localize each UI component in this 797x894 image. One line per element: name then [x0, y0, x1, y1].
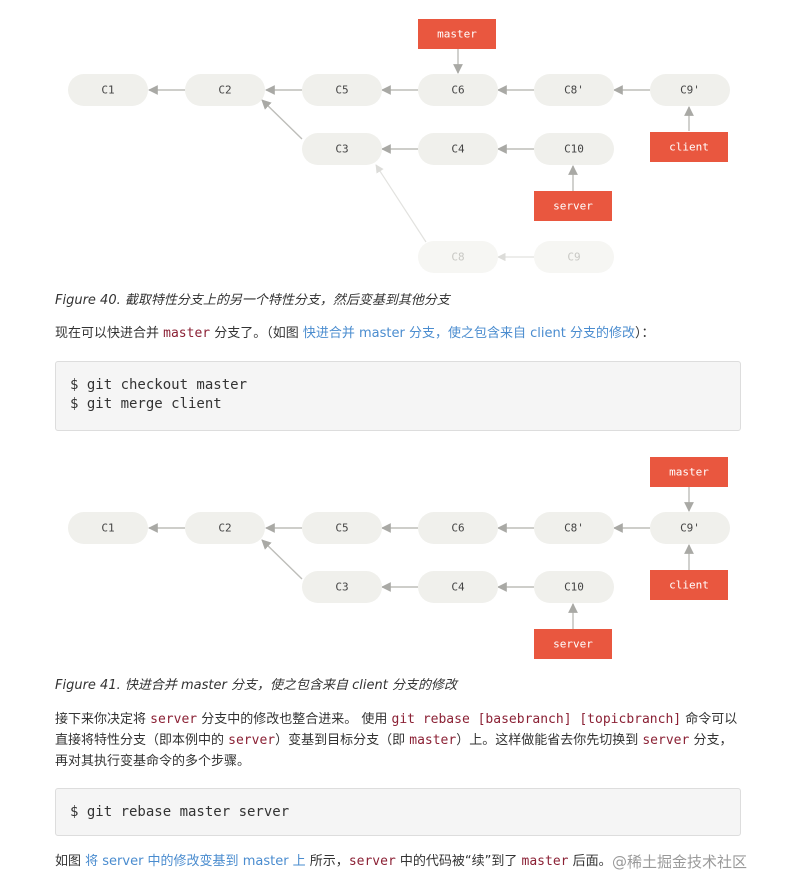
svg-text:C9': C9'	[680, 522, 700, 535]
text: 现在可以快进合并	[55, 326, 164, 341]
svg-text:client: client	[669, 141, 709, 154]
commit-node-c5: C5	[302, 74, 382, 106]
ref-server: server	[534, 629, 612, 659]
commit-node-c6: C6	[418, 74, 498, 106]
figure-link[interactable]: 将 server 中的修改变基到 master 上	[85, 854, 306, 869]
svg-text:C3: C3	[335, 581, 348, 594]
commit-node-c4: C4	[418, 571, 498, 603]
commit-node-c6: C6	[418, 512, 498, 544]
commit-node-c3: C3	[302, 133, 382, 165]
inline-code: server	[150, 712, 198, 727]
inline-code: master	[163, 326, 211, 341]
commit-node-c5: C5	[302, 512, 382, 544]
code-block-merge: $ git checkout master $ git merge client	[55, 361, 741, 431]
figure-link[interactable]: 快进合并 master 分支，使之包含来自 client 分支的修改	[302, 326, 635, 341]
commit-node-c9-ghost: C9	[534, 241, 614, 273]
svg-text:C9': C9'	[680, 84, 700, 97]
text: 分支了。（如图	[210, 326, 303, 341]
text: 中的代码被“续”到了	[395, 854, 522, 869]
text: ）上。这样做能省去你先切换到	[456, 733, 643, 748]
svg-text:client: client	[669, 579, 709, 592]
svg-text:C2: C2	[218, 84, 231, 97]
ref-master: master	[650, 457, 728, 487]
svg-text:C8: C8	[451, 251, 464, 264]
svg-text:C6: C6	[451, 84, 464, 97]
svg-text:master: master	[437, 28, 477, 41]
text: 所示，	[305, 854, 349, 869]
svg-text:server: server	[553, 638, 593, 651]
code-block-rebase: $ git rebase master server	[55, 788, 741, 836]
svg-text:server: server	[553, 200, 593, 213]
svg-text:C1: C1	[101, 84, 114, 97]
svg-text:C5: C5	[335, 522, 348, 535]
code-line: $ git merge client	[70, 396, 222, 412]
svg-text:C8': C8'	[564, 84, 584, 97]
ref-client: client	[650, 570, 728, 600]
inline-code: master	[521, 854, 569, 869]
svg-text:C2: C2	[218, 522, 231, 535]
text: 如图	[55, 854, 86, 869]
inline-code: server	[228, 733, 276, 748]
text: 分支，再对其执行变基命令的多个步骤。	[55, 733, 733, 769]
edge-c8-c3	[375, 164, 427, 243]
svg-text:C10: C10	[564, 143, 584, 156]
inline-code: master	[409, 733, 457, 748]
svg-text:C3: C3	[335, 143, 348, 156]
commit-node-c2: C2	[185, 74, 265, 106]
commit-node-c10: C10	[534, 571, 614, 603]
watermark: @稀土掘金技术社区	[612, 853, 748, 871]
text: ）：	[634, 326, 655, 341]
commit-node-c8-prime: C8'	[534, 74, 614, 106]
inline-code: git rebase [basebranch] [topicbranch]	[391, 712, 682, 727]
paragraph-rebase-server: 接下来你决定将 server 分支中的修改也整合进来。 使用 git rebas…	[55, 709, 745, 772]
inline-code: server	[348, 854, 396, 869]
svg-text:C5: C5	[335, 84, 348, 97]
paragraph-rebase-result: 如图 将 server 中的修改变基到 master 上 所示，server 中…	[55, 851, 745, 872]
figure-41-caption: Figure 41. 快进合并 master 分支，使之包含来自 client …	[55, 678, 457, 693]
text: 后面。	[568, 854, 612, 869]
text: 命令可以直接将特性分支（即本例中的	[55, 712, 738, 748]
commit-node-c4: C4	[418, 133, 498, 165]
commit-node-c1: C1	[68, 512, 148, 544]
svg-text:C4: C4	[451, 581, 465, 594]
figure-40-diagram: C1 C2 C5 C6 C8' C9' C3 C4	[0, 0, 797, 280]
commit-node-c3: C3	[302, 571, 382, 603]
ref-master: master	[418, 19, 496, 49]
text: ）变基到目标分支（即	[275, 733, 410, 748]
svg-text:C1: C1	[101, 522, 114, 535]
edge-c3-c2	[261, 99, 303, 140]
ref-client: client	[650, 132, 728, 162]
svg-text:C8': C8'	[564, 522, 584, 535]
commit-node-c1: C1	[68, 74, 148, 106]
edge-c3-c2	[261, 539, 303, 580]
svg-text:C10: C10	[564, 581, 584, 594]
commit-node-c2: C2	[185, 512, 265, 544]
inline-code: server	[642, 733, 690, 748]
svg-text:master: master	[669, 466, 709, 479]
paragraph-fast-forward: 现在可以快进合并 master 分支了。（如图 快进合并 master 分支，使…	[55, 323, 745, 344]
svg-text:C6: C6	[451, 522, 464, 535]
svg-text:C4: C4	[451, 143, 465, 156]
figure-40-caption: Figure 40. 截取特性分支上的另一个特性分支，然后变基到其他分支	[55, 293, 450, 308]
figure-41-diagram: C1 C2 C5 C6 C8' C9' C3 C4	[0, 448, 797, 663]
commit-node-c8-ghost: C8	[418, 241, 498, 273]
commit-node-c9-prime: C9'	[650, 512, 730, 544]
code-line: $ git rebase master server	[70, 804, 290, 820]
commit-node-c9-prime: C9'	[650, 74, 730, 106]
svg-text:C9: C9	[567, 251, 580, 264]
text: 分支中的修改也整合进来。 使用	[197, 712, 392, 727]
ref-server: server	[534, 191, 612, 221]
code-line: $ git checkout master	[70, 377, 248, 393]
text: 接下来你决定将	[55, 712, 151, 727]
commit-node-c10: C10	[534, 133, 614, 165]
commit-node-c8-prime: C8'	[534, 512, 614, 544]
